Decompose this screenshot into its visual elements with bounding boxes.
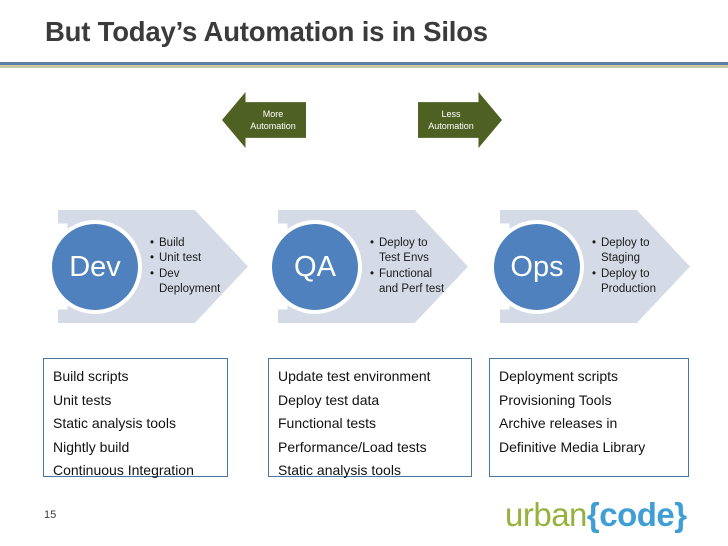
list-item: • Deploy to Production <box>592 267 656 296</box>
detail-box-ops: Deployment scripts Provisioning Tools Ar… <box>489 358 689 477</box>
less-automation-label: Less Automation <box>424 108 478 133</box>
detail-line: Deployment scripts <box>499 368 619 384</box>
stage-dev: Dev • Build • Unit test • Dev Deployment <box>52 210 248 323</box>
logo-urban-text: urban <box>505 496 587 533</box>
list-item: • Deploy to Test Envs <box>370 236 429 265</box>
logo-code-text: {code} <box>586 496 687 533</box>
more-automation-arrow: More Automation <box>222 92 306 148</box>
detail-line: Continuous Integration <box>53 462 194 478</box>
page-title: But Today’s Automation is in Silos <box>45 16 488 47</box>
list-item: • Deploy to Staging <box>592 236 650 265</box>
detail-line: Deploy test data <box>278 391 380 408</box>
bullet-dot-icon: • <box>370 267 375 280</box>
list-item: • Dev Deployment <box>150 267 221 296</box>
detail-box-dev: Build scripts Unit tests Static analysis… <box>43 358 228 478</box>
detail-line: Provisioning Tools <box>499 391 612 408</box>
detail-line: Functional tests <box>278 415 377 431</box>
less-automation-line2: Automation <box>428 121 474 131</box>
detail-line: Performance/Load tests <box>278 438 427 455</box>
detail-line: Update test environment <box>278 368 431 384</box>
stage-circle-ops: Ops <box>494 224 580 310</box>
stage-ops: Ops • Deploy to Staging • Deploy to Prod… <box>494 210 690 323</box>
stage-circle-qa: QA <box>272 224 358 310</box>
list-item: • Unit test <box>150 251 220 267</box>
detail-line: Static analysis tools <box>278 462 401 478</box>
stage-bullets-ops: • Deploy to Staging • Deploy to Producti… <box>592 236 656 298</box>
detail-line: Definitive Media Library <box>499 438 646 455</box>
detail-line: Nightly build <box>53 438 130 455</box>
more-automation-line2: Automation <box>250 121 296 131</box>
stage-circle-dev: Dev <box>52 224 138 310</box>
more-automation-line1: More <box>262 108 284 119</box>
stage-bullets-qa: • Deploy to Test Envs • Functional and P… <box>370 236 444 298</box>
detail-line: Unit tests <box>53 391 112 408</box>
more-automation-label: More Automation <box>246 108 300 133</box>
stage-qa: QA • Deploy to Test Envs • Functional an… <box>272 210 468 323</box>
bullet-dot-icon: • <box>150 236 155 249</box>
less-automation-arrow: Less Automation <box>418 92 502 148</box>
bullet-dot-icon: • <box>370 236 375 249</box>
bullet-dot-icon: • <box>592 236 597 249</box>
title-divider-olive <box>0 65 728 68</box>
less-automation-line1: Less <box>441 108 461 119</box>
stage-bullets-dev: • Build • Unit test • Dev Deployment <box>150 236 220 298</box>
bullet-dot-icon: • <box>150 267 155 280</box>
detail-line: Build scripts <box>53 368 129 384</box>
detail-line: Static analysis tools <box>53 415 176 431</box>
detail-box-qa: Update test environment Deploy test data… <box>268 358 472 478</box>
detail-line: Archive releases in <box>499 415 618 431</box>
urbancode-logo: urban{code} <box>505 495 687 535</box>
bullet-dot-icon: • <box>150 252 155 264</box>
list-item: • Functional and Perf test <box>370 267 445 296</box>
list-item: • Build <box>150 236 220 252</box>
bullet-dot-icon: • <box>592 267 597 280</box>
title-divider-blue <box>0 62 728 65</box>
page-number: 15 <box>44 509 57 521</box>
